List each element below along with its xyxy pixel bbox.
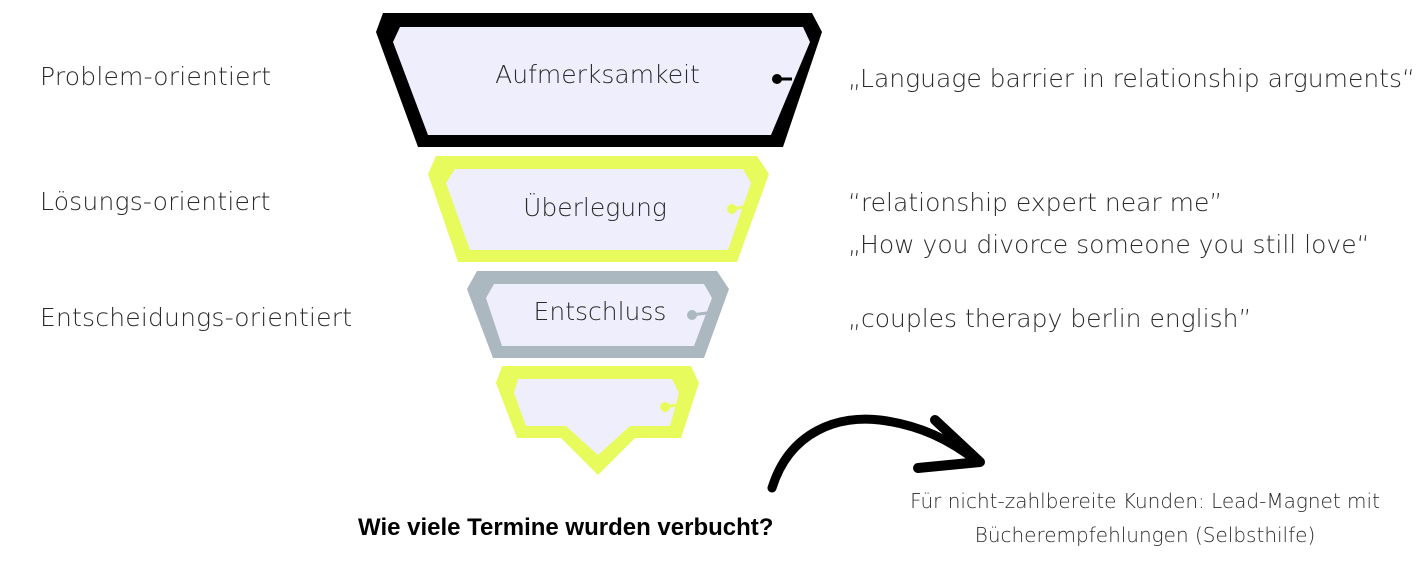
level-label-decision: Entscheidungs-orientiert	[40, 303, 353, 332]
keyword-decision: „couples therapy berlin english”	[848, 304, 1252, 333]
level-label-problem: Problem-orientiert	[40, 62, 272, 91]
bookings-question: Wie viele Termine wurden verbucht?	[358, 514, 774, 541]
note-line-1: Für nicht-zahlbereite Kunden: Lead-Magne…	[910, 489, 1380, 513]
funnel-stage-2	[428, 156, 769, 262]
level-label-solution: Lösungs-orientiert	[40, 187, 271, 216]
note-line-2: Bücherempfehlungen (Selbsthilfe)	[974, 523, 1316, 547]
stage-label-decision: Entschluss	[533, 297, 667, 326]
lead-magnet-note: Für nicht-zahlbereite Kunden: Lead-Magne…	[880, 484, 1410, 552]
funnel-stage-3	[467, 271, 729, 358]
keyword-solution-2: „How you divorce someone you still love“	[848, 230, 1370, 259]
keyword-problem: „Language barrier in relationship argume…	[848, 64, 1415, 93]
funnel-stage-1	[376, 13, 822, 147]
keyword-solution-1: “relationship expert near me”	[848, 188, 1223, 217]
connector-dot-icon	[727, 204, 737, 214]
stage-label-awareness: Aufmerksamkeit	[495, 60, 700, 89]
connector-dot-icon	[772, 74, 782, 84]
connector-dot-icon	[660, 402, 670, 412]
curved-arrow-icon	[767, 414, 985, 493]
connector-dot-icon	[687, 310, 697, 320]
stage-label-consideration: Überlegung	[523, 193, 667, 222]
funnel-stage-4	[496, 366, 699, 475]
